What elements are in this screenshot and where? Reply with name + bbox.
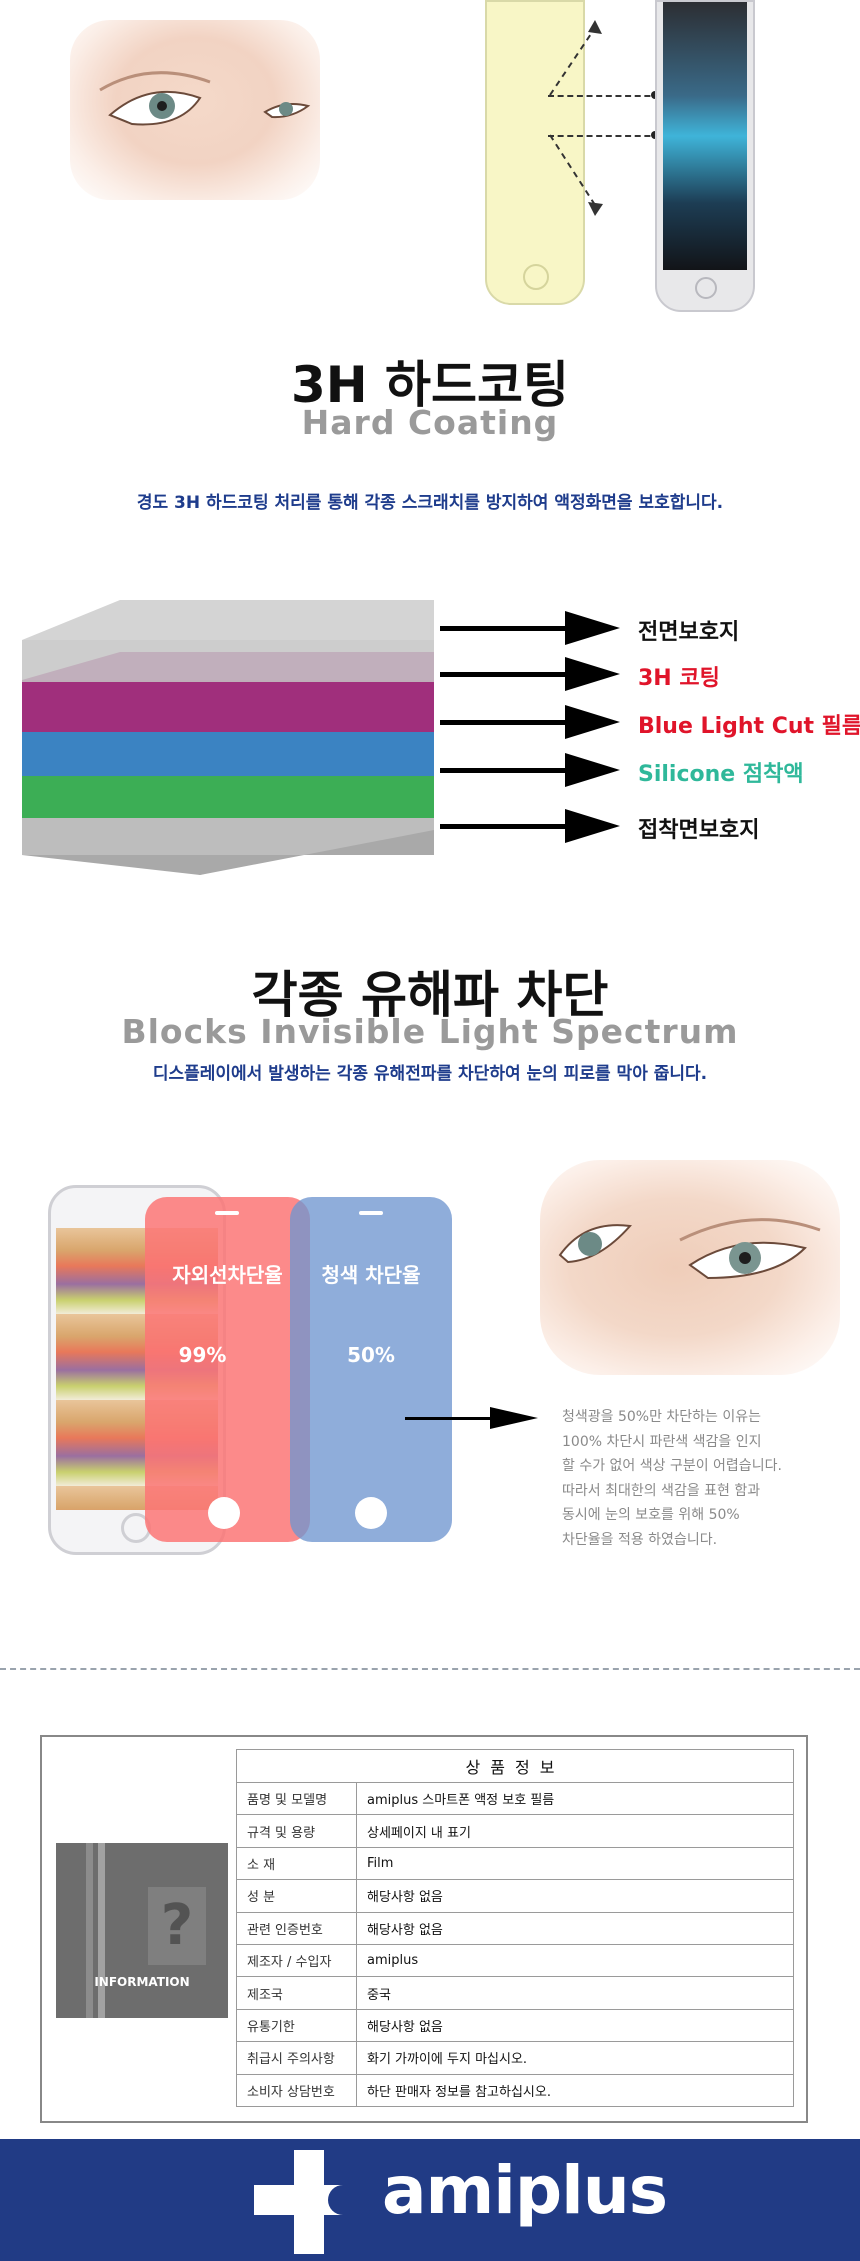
table-row: 제조자 / 수입자 amiplus (236, 1943, 794, 1978)
table-row: 성 분 해당사항 없음 (236, 1879, 794, 1913)
info-key: 규격 및 용량 (236, 1814, 357, 1848)
uv-block-percent: 99% (178, 1343, 227, 1367)
section-divider (0, 1668, 860, 1670)
eye-photo (70, 20, 320, 200)
info-key: 제조국 (236, 1976, 357, 2010)
note-line: 따라서 최대한의 색감을 표현 함과 (562, 1482, 761, 1499)
layer-label: 접착면보호지 (638, 818, 760, 843)
info-key: 관련 인증번호 (236, 1911, 357, 1945)
info-value: amiplus 스마트폰 액정 보호 필름 (356, 1781, 794, 1816)
layer-label: Blue Light Cut 필름 (638, 714, 860, 739)
arrow-right-icon (565, 753, 620, 787)
question-mark-icon: ? (148, 1887, 206, 1965)
blue-light-note: 청색광을 50%만 차단하는 이유는 100% 차단시 파란색 색감을 인지 할… (562, 1405, 832, 1552)
badge-stripe (98, 1843, 105, 2018)
arrow-right-icon (490, 1407, 538, 1429)
table-row: 품명 및 모델명 amiplus 스마트폰 액정 보호 필름 (236, 1781, 794, 1816)
phone-home-button (695, 277, 717, 299)
table-row: 취급시 주의사항 화기 가까이에 두지 마십시오. (236, 2041, 794, 2075)
table-row: 규격 및 용량 상세페이지 내 표기 (236, 1814, 794, 1848)
info-key: 성 분 (236, 1879, 357, 1913)
layer-arrow-line (440, 720, 570, 725)
blue-block-title: 청색 차단율 (321, 1263, 421, 1287)
card-speaker-notch (215, 1211, 239, 1215)
brand-footer (0, 2139, 860, 2261)
info-value: 해당사항 없음 (356, 1911, 794, 1945)
card-speaker-notch (359, 1211, 383, 1215)
uv-filter-card: 자외선차단율 99% (145, 1197, 310, 1542)
layer-arrow-line (440, 768, 570, 773)
info-value: 하단 판매자 정보를 참고하십시오. (356, 2073, 794, 2107)
film-home-cutout (523, 264, 549, 290)
table-row: 관련 인증번호 해당사항 없음 (236, 1911, 794, 1945)
arrow-right-icon (565, 657, 620, 691)
info-key: 취급시 주의사항 (236, 2041, 357, 2075)
table-row: 제조국 중국 (236, 1976, 794, 2010)
layer-arrow-line (440, 824, 570, 829)
info-value: 중국 (356, 1976, 794, 2010)
eye-drawing (558, 1218, 821, 1280)
coating-title: 3H 하드코팅 (290, 356, 570, 414)
info-value: 상세페이지 내 표기 (356, 1814, 794, 1848)
light-ray-dash (548, 95, 660, 97)
spectrum-title: 각종 유해파 차단 (251, 966, 609, 1024)
layer-arrow-line (440, 626, 570, 631)
arrow-right-icon (565, 705, 620, 739)
arrow-right-icon (565, 611, 620, 645)
light-ray-dash (548, 135, 660, 137)
card-home-hole (208, 1497, 240, 1529)
blue-block-percent: 50% (347, 1343, 395, 1367)
info-value: Film (356, 1846, 794, 1881)
layer-label: 전면보호지 (638, 620, 740, 645)
card-home-hole (355, 1497, 387, 1529)
info-key: 소 재 (236, 1846, 357, 1881)
table-row: 유통기한 해당사항 없음 (236, 2008, 794, 2043)
brand-logo-icon-cut (328, 2185, 364, 2215)
product-info-table: 상품정보 품명 및 모델명 amiplus 스마트폰 액정 보호 필름 규격 및… (236, 1749, 794, 2107)
phone-screen-photo (663, 2, 747, 270)
note-line: 청색광을 50%만 차단하는 이유는 (562, 1409, 762, 1425)
note-line: 할 수가 없어 색상 구분이 어렵습니다. (562, 1458, 782, 1474)
spectrum-subtitle: Blocks Invisible Light Spectrum (121, 1012, 739, 1051)
table-row: 소 재 Film (236, 1846, 794, 1881)
info-value: 해당사항 없음 (356, 2008, 794, 2043)
arrow-right-icon (565, 809, 620, 843)
info-value: amiplus (356, 1943, 794, 1978)
layer-stack-diagram (22, 600, 434, 875)
uv-block-title: 자외선차단율 (172, 1263, 283, 1287)
info-key: 제조자 / 수입자 (236, 1943, 357, 1978)
blue-filter-card: 청색 차단율 50% (290, 1197, 452, 1542)
badge-stripe (86, 1843, 93, 2018)
info-value: 화기 가까이에 두지 마십시오. (356, 2041, 794, 2075)
coating-description: 경도 3H 하드코팅 처리를 통해 각종 스크래치를 방지하여 액정화면을 보호… (136, 493, 724, 513)
information-label: INFORMATION (94, 1975, 190, 1989)
coating-subtitle: Hard Coating (301, 403, 559, 442)
product-info-frame (40, 1735, 808, 2123)
protective-film-sheet (485, 0, 585, 305)
layer-arrow-line (440, 672, 570, 677)
info-value: 해당사항 없음 (356, 1879, 794, 1913)
eye-drawing (99, 71, 311, 126)
note-arrow-line (405, 1417, 495, 1420)
info-key: 소비자 상담번호 (236, 2073, 357, 2107)
product-info-header: 상품정보 (236, 1749, 794, 1783)
information-badge: ? INFORMATION (56, 1843, 228, 2018)
info-key: 유통기한 (236, 2008, 357, 2043)
light-ray-diagonals (549, 20, 603, 216)
info-key: 품명 및 모델명 (236, 1781, 357, 1816)
spectrum-description: 디스플레이에서 발생하는 각종 유해전파를 차단하여 눈의 피로를 막아 줍니다… (152, 1064, 708, 1084)
layer-label: 3H 코팅 (638, 666, 720, 691)
eye-photo (540, 1160, 840, 1375)
note-line: 100% 차단시 파란색 색감을 인지 (562, 1433, 762, 1450)
table-row: 소비자 상담번호 하단 판매자 정보를 참고하십시오. (236, 2073, 794, 2107)
brand-logo-text: amiplus (382, 2152, 668, 2229)
note-line: 차단율을 적용 하였습니다. (562, 1531, 718, 1548)
layer-label: Silicone 점착액 (638, 762, 804, 787)
note-line: 동시에 눈의 보호를 위해 50% (562, 1507, 740, 1523)
